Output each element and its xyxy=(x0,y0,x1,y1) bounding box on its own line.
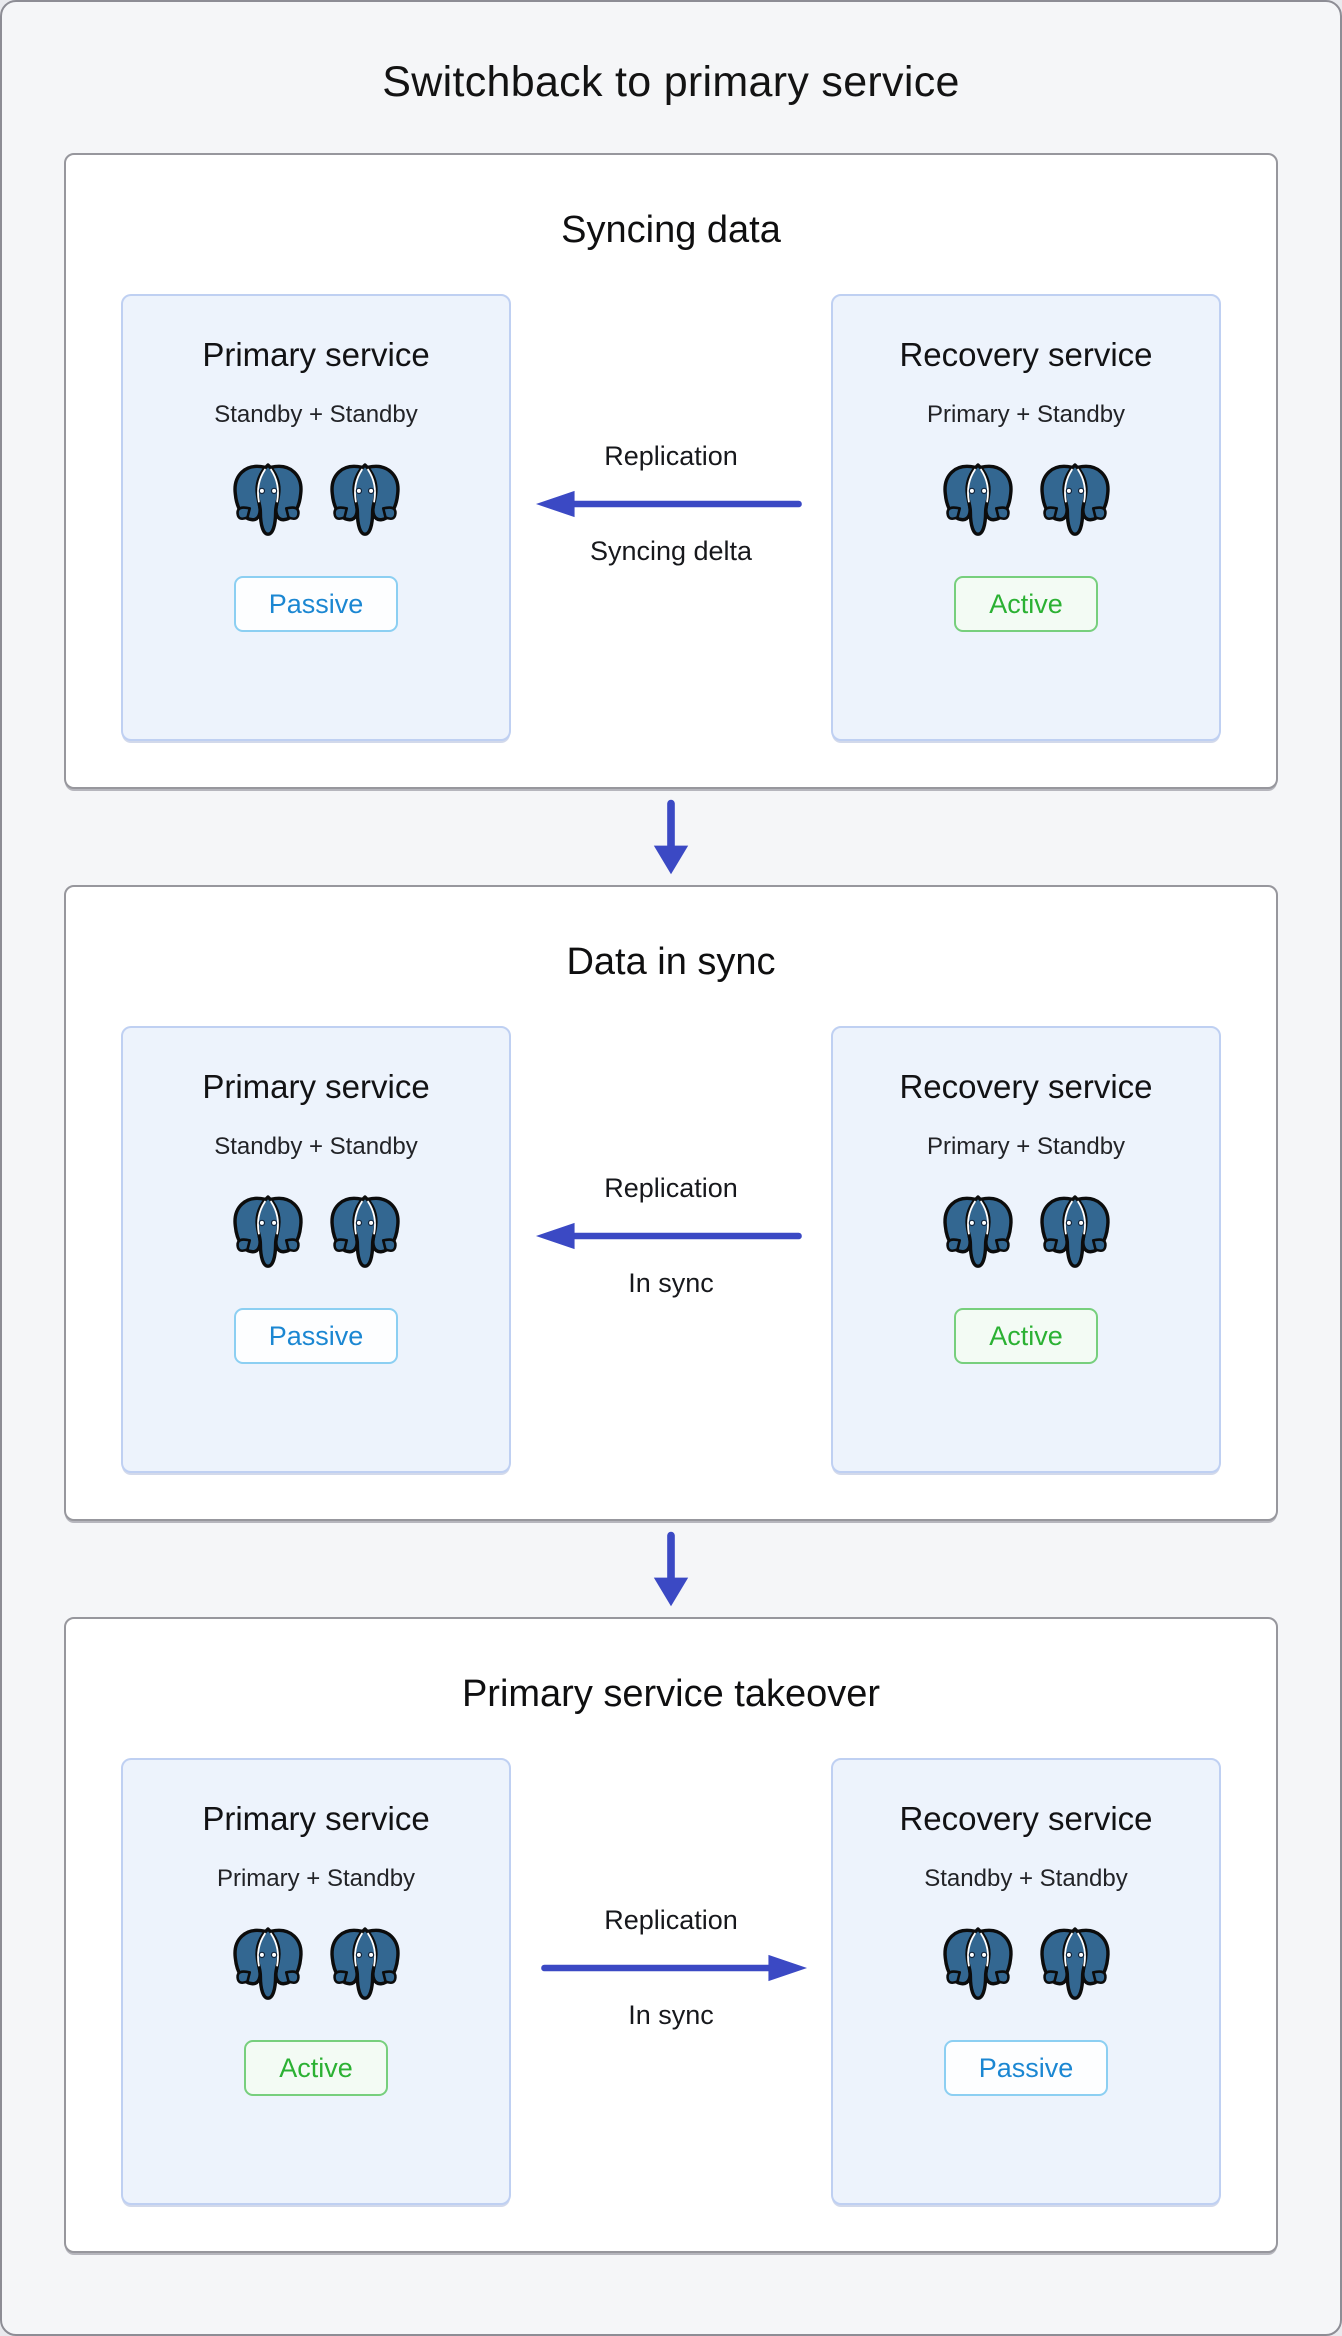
service-subtitle: Standby + Standby xyxy=(924,1865,1128,1892)
status-badge: Active xyxy=(954,1308,1098,1365)
service-title: Primary service xyxy=(202,1068,430,1105)
postgresql-icon xyxy=(327,1926,403,2002)
status-badge: Passive xyxy=(943,2040,1109,2097)
stage-body: Primary service Standby + Standby Passiv… xyxy=(121,294,1221,741)
service-subtitle: Standby + Standby xyxy=(214,1133,418,1160)
stage-title: Data in sync xyxy=(566,941,776,983)
postgresql-icon xyxy=(1037,1926,1113,2002)
service-subtitle: Primary + Standby xyxy=(926,401,1126,428)
arrow-label-bottom: Syncing delta xyxy=(589,535,753,566)
status-badge: Active xyxy=(244,2040,388,2097)
postgresql-icon xyxy=(1037,1194,1113,1270)
replication-arrow-left-icon xyxy=(535,490,802,517)
replication-arrow-block: Replication In sync xyxy=(516,1905,826,2031)
database-icon-row xyxy=(940,1194,1113,1270)
database-icon-row xyxy=(230,462,403,538)
postgresql-icon xyxy=(1037,462,1113,538)
database-icon-row xyxy=(230,1926,403,2002)
down-arrow-icon xyxy=(653,799,689,875)
postgresql-icon xyxy=(940,1194,1016,1270)
replication-arrow-left-icon xyxy=(535,1222,802,1249)
postgresql-icon xyxy=(230,1194,306,1270)
service-box-primary: Primary service Primary + Standby Active xyxy=(121,1758,511,2205)
arrow-label-top: Replication xyxy=(604,1904,738,1935)
status-badge: Passive xyxy=(233,576,399,633)
arrow-label-bottom: In sync xyxy=(628,1999,714,2030)
postgresql-icon xyxy=(230,1926,306,2002)
service-box-recovery: Recovery service Standby + Standby Passi… xyxy=(831,1758,1221,2205)
stage-title: Syncing data xyxy=(561,209,781,251)
postgresql-icon xyxy=(327,462,403,538)
service-box-primary: Primary service Standby + Standby Passiv… xyxy=(121,294,511,741)
database-icon-row xyxy=(940,462,1113,538)
database-icon-row xyxy=(940,1926,1113,2002)
service-box-primary: Primary service Standby + Standby Passiv… xyxy=(121,1026,511,1473)
service-title: Recovery service xyxy=(899,1800,1153,1837)
service-title: Recovery service xyxy=(899,1068,1153,1105)
stage-connector xyxy=(2,1521,1340,1617)
stage-body: Primary service Primary + Standby Active… xyxy=(121,1758,1221,2205)
service-subtitle: Standby + Standby xyxy=(214,401,418,428)
arrow-label-top: Replication xyxy=(604,440,738,471)
postgresql-icon xyxy=(230,462,306,538)
stage-panel-syncing-data: Syncing data Primary service Standby + S… xyxy=(64,153,1278,789)
stage-body: Primary service Standby + Standby Passiv… xyxy=(121,1026,1221,1473)
down-arrow-icon xyxy=(653,1531,689,1607)
replication-arrow-block: Replication Syncing delta xyxy=(516,441,826,567)
service-title: Primary service xyxy=(202,1800,430,1837)
page-title: Switchback to primary service xyxy=(382,58,960,106)
arrow-label-top: Replication xyxy=(604,1172,738,1203)
service-box-recovery: Recovery service Primary + Standby Activ… xyxy=(831,1026,1221,1473)
postgresql-icon xyxy=(327,1194,403,1270)
arrow-label-bottom: In sync xyxy=(628,1267,714,1298)
database-icon-row xyxy=(230,1194,403,1270)
service-title: Recovery service xyxy=(899,336,1153,373)
service-box-recovery: Recovery service Primary + Standby Activ… xyxy=(831,294,1221,741)
stage-connector xyxy=(2,789,1340,885)
stage-title: Primary service takeover xyxy=(461,1673,881,1715)
status-badge: Active xyxy=(954,576,1098,633)
postgresql-icon xyxy=(940,462,1016,538)
stage-panel-data-in-sync: Data in sync Primary service Standby + S… xyxy=(64,885,1278,1521)
service-title: Primary service xyxy=(202,336,430,373)
replication-arrow-right-icon xyxy=(540,1954,807,1981)
postgresql-icon xyxy=(940,1926,1016,2002)
status-badge: Passive xyxy=(233,1308,399,1365)
replication-arrow-block: Replication In sync xyxy=(516,1173,826,1299)
stage-panel-primary-takeover: Primary service takeover Primary service… xyxy=(64,1617,1278,2253)
service-subtitle: Primary + Standby xyxy=(216,1865,416,1892)
service-subtitle: Primary + Standby xyxy=(926,1133,1126,1160)
